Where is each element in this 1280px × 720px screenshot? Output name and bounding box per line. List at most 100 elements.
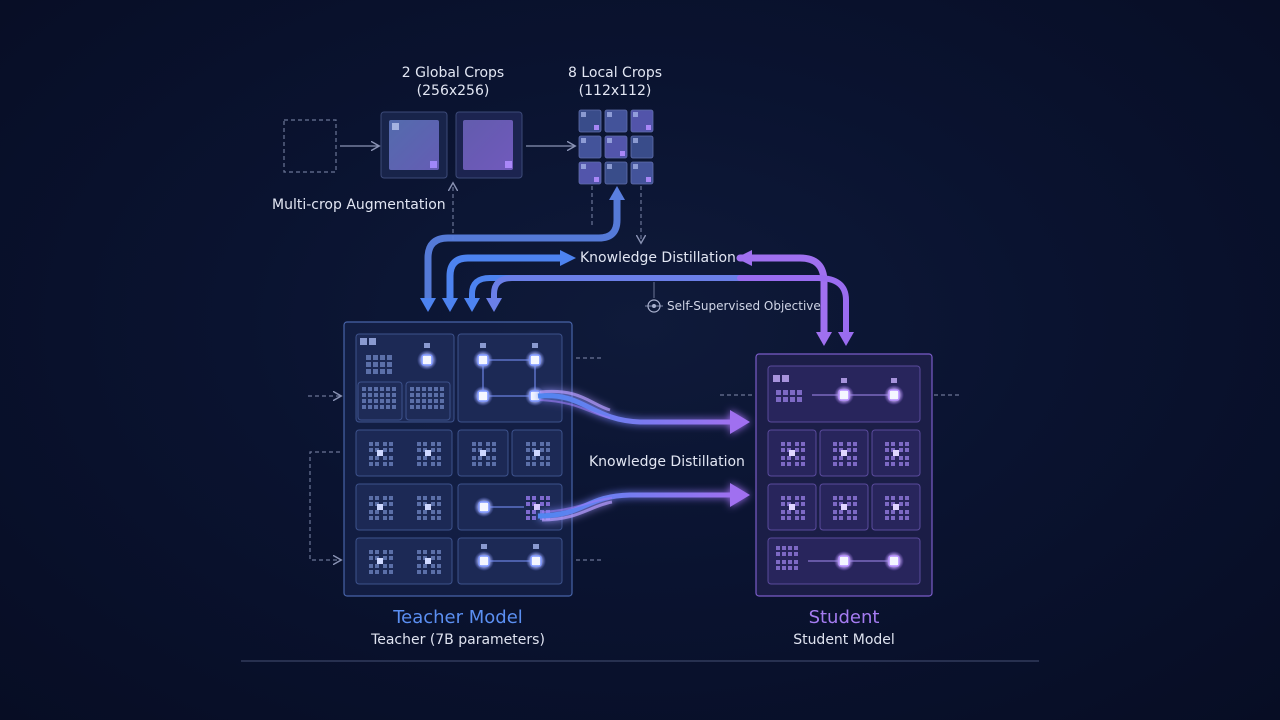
mini-cell: [380, 387, 384, 391]
mini-cell: [546, 448, 550, 452]
mini-cell: [801, 516, 805, 520]
mini-cell: [423, 570, 427, 574]
mini-cell: [383, 496, 387, 500]
mini-cell: [781, 502, 785, 506]
mini-cell: [410, 393, 414, 397]
mini-cell: [833, 496, 837, 500]
mini-cell: [380, 405, 384, 409]
teacher-block-network: [457, 333, 563, 423]
mini-cell: [885, 456, 889, 460]
mini-cell: [478, 462, 482, 466]
mini-cell: [839, 496, 843, 500]
mini-cell: [387, 355, 392, 360]
local-crop-dot: [607, 112, 612, 117]
mini-cell: [428, 399, 432, 403]
mini-cell: [532, 510, 536, 514]
mini-cell: [416, 393, 420, 397]
mini-cell: [833, 462, 837, 466]
mini-cell: [366, 369, 371, 374]
node-cap: [424, 343, 430, 348]
mini-cell: [369, 570, 373, 574]
mini-cell: [431, 456, 435, 460]
mini-cell: [369, 462, 373, 466]
mini-cell: [431, 442, 435, 446]
mini-cell: [787, 442, 791, 446]
mini-cell: [389, 570, 393, 574]
cross-center: [789, 450, 795, 456]
mini-cell: [437, 564, 441, 568]
node-cap: [532, 343, 538, 348]
mini-cell: [383, 448, 387, 452]
mini-cell: [783, 390, 788, 395]
mini-cell: [375, 570, 379, 574]
mini-cell: [431, 550, 435, 554]
mini-cell: [787, 496, 791, 500]
mini-cell: [794, 552, 798, 556]
mini-cell: [788, 546, 792, 550]
mini-cell: [431, 556, 435, 560]
neuron-node: [888, 389, 900, 401]
mini-cell: [423, 510, 427, 514]
mini-cell: [492, 442, 496, 446]
mini-cell: [373, 355, 378, 360]
mini-cell: [369, 442, 373, 446]
mini-cell: [383, 550, 387, 554]
neuron-node: [529, 354, 541, 366]
mini-cell: [383, 556, 387, 560]
mini-cell: [369, 456, 373, 460]
mini-cell: [532, 442, 536, 446]
mini-cell: [492, 456, 496, 460]
local-crop-accent: [594, 125, 599, 130]
mini-cell: [375, 564, 379, 568]
mini-cell: [423, 442, 427, 446]
mini-cell: [389, 510, 393, 514]
mini-cell: [853, 502, 857, 506]
mini-cell: [417, 456, 421, 460]
mini-cell: [781, 448, 785, 452]
neuron-node: [477, 354, 489, 366]
mini-cell: [546, 456, 550, 460]
mini-cell: [891, 462, 895, 466]
mini-cell: [787, 456, 791, 460]
mini-cell: [417, 442, 421, 446]
mini-cell: [794, 560, 798, 564]
mini-cell: [417, 448, 421, 452]
mini-cell: [905, 462, 909, 466]
mini-cell: [782, 552, 786, 556]
local-crop-accent: [620, 151, 625, 156]
mini-cell: [492, 462, 496, 466]
mini-cell: [423, 564, 427, 568]
mini-cell: [368, 393, 372, 397]
mini-cell: [362, 393, 366, 397]
mini-cell: [781, 496, 785, 500]
mini-cell: [375, 510, 379, 514]
mini-cell: [801, 510, 805, 514]
cross-center: [480, 450, 486, 456]
arrow-heads: [420, 186, 854, 346]
cross-center: [377, 450, 383, 456]
mini-cell: [788, 566, 792, 570]
cross-center: [377, 504, 383, 510]
cross-center: [534, 450, 540, 456]
mini-cell: [386, 393, 390, 397]
mini-cell: [801, 502, 805, 506]
neuron-node: [838, 555, 850, 567]
mini-cell: [885, 448, 889, 452]
mini-cell: [801, 442, 805, 446]
cross-center: [377, 558, 383, 564]
mini-cell: [795, 456, 799, 460]
mini-cell: [437, 510, 441, 514]
mini-cell: [776, 552, 780, 556]
mini-cell: [417, 550, 421, 554]
mini-cell: [383, 570, 387, 574]
mini-cell: [776, 546, 780, 550]
mini-cell: [472, 442, 476, 446]
mini-cell: [437, 550, 441, 554]
mini-cell: [891, 516, 895, 520]
mini-cell: [833, 448, 837, 452]
mini-cell: [546, 496, 550, 500]
mini-cell: [362, 387, 366, 391]
mini-cell: [434, 399, 438, 403]
global-crops-size: (256x256): [416, 83, 490, 99]
